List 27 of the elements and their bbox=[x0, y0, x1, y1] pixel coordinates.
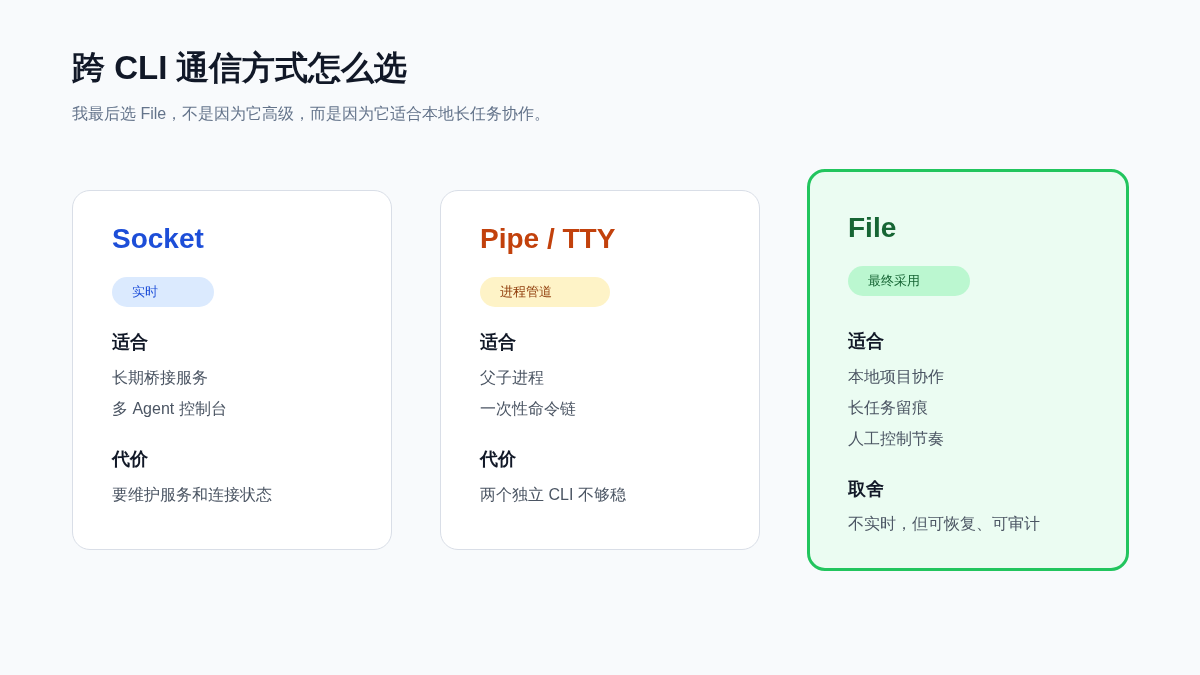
section-heading: 取舍 bbox=[848, 478, 884, 501]
list-item: 父子进程 bbox=[480, 368, 544, 388]
option-card bbox=[440, 190, 760, 550]
list-item: 长任务留痕 bbox=[848, 398, 928, 418]
section-heading: 适合 bbox=[112, 331, 148, 354]
tag-pill: 实时 bbox=[112, 277, 214, 307]
subtitle: 我最后选 File，不是因为它高级，而是因为它适合本地长任务协作。 bbox=[72, 104, 551, 124]
option-card bbox=[807, 169, 1129, 571]
tag-pill: 进程管道 bbox=[480, 277, 610, 307]
list-item: 长期桥接服务 bbox=[112, 368, 208, 388]
tag-pill: 最终采用 bbox=[848, 266, 970, 296]
list-item: 要维护服务和连接状态 bbox=[112, 485, 272, 505]
page-title: 跨 CLI 通信方式怎么选 bbox=[72, 48, 408, 88]
section-heading: 代价 bbox=[112, 448, 148, 471]
section-heading: 代价 bbox=[480, 448, 516, 471]
list-item: 多 Agent 控制台 bbox=[112, 399, 227, 419]
card-heading: Socket bbox=[112, 222, 204, 256]
list-item: 不实时，但可恢复、可审计 bbox=[848, 514, 1040, 534]
section-heading: 适合 bbox=[480, 331, 516, 354]
card-heading: File bbox=[848, 211, 897, 245]
option-card bbox=[72, 190, 392, 550]
list-item: 一次性命令链 bbox=[480, 399, 576, 419]
list-item: 人工控制节奏 bbox=[848, 429, 944, 449]
card-heading: Pipe / TTY bbox=[480, 222, 616, 256]
section-heading: 适合 bbox=[848, 330, 884, 353]
list-item: 本地项目协作 bbox=[848, 367, 944, 387]
list-item: 两个独立 CLI 不够稳 bbox=[480, 485, 626, 505]
